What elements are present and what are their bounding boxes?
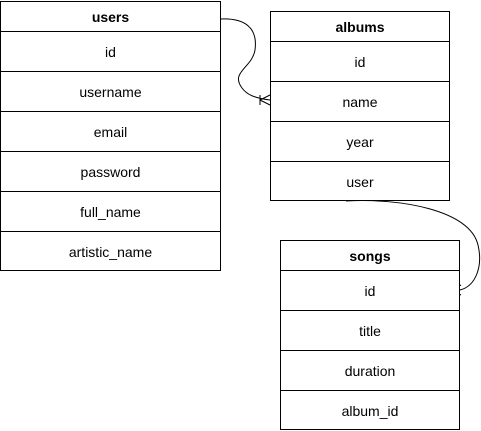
table-songs-field-album-id[interactable]: album_id — [341, 403, 399, 419]
table-users-field-full-name[interactable]: full_name — [1, 192, 220, 232]
relationship-users-albums-line — [220, 18, 271, 101]
table-users-field-email[interactable]: email — [1, 112, 220, 152]
relationship-albums-songs-line — [345, 200, 481, 291]
table-users-title[interactable]: users — [1, 2, 220, 32]
crows-foot-users-albums-icon — [259, 94, 271, 106]
table-albums-field-name[interactable]: name — [271, 82, 449, 122]
table-songs[interactable]: songs id title duration album_id — [280, 240, 460, 430]
table-users-field-artistic-name[interactable]: artistic_name — [68, 244, 153, 260]
table-users-field-username[interactable]: username — [1, 72, 220, 112]
table-songs-title[interactable]: songs — [281, 241, 459, 271]
table-albums-field-id[interactable]: id — [271, 42, 449, 82]
table-albums-field-user[interactable]: user — [346, 174, 374, 190]
table-users-field-id[interactable]: id — [1, 32, 220, 72]
table-albums-field-year[interactable]: year — [271, 122, 449, 162]
table-albums[interactable]: albums id name year user — [270, 11, 450, 201]
table-songs-field-title[interactable]: title — [281, 311, 459, 351]
table-songs-field-duration[interactable]: duration — [281, 351, 459, 391]
table-users[interactable]: users id username email password full_na… — [0, 1, 221, 271]
table-users-field-password[interactable]: password — [1, 152, 220, 192]
table-albums-title[interactable]: albums — [271, 12, 449, 42]
table-songs-field-id[interactable]: id — [281, 271, 459, 311]
